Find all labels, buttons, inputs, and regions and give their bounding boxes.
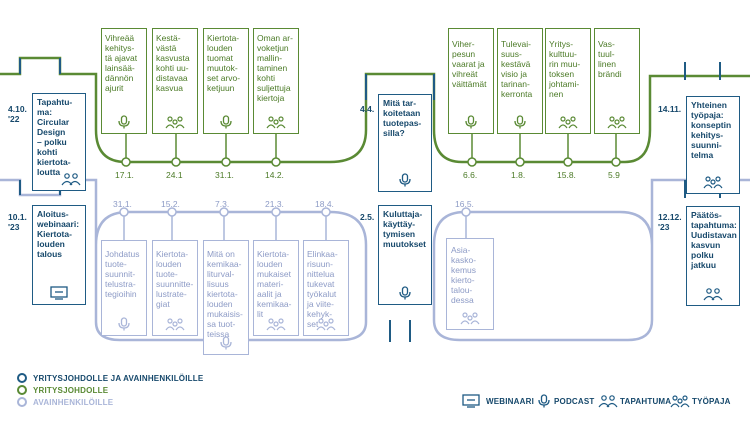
date-label: 31.1. — [113, 199, 132, 209]
monitor-icon — [50, 286, 68, 300]
light-session-box[interactable]: Kiertota- louden mukaiset materi- aalit … — [253, 240, 299, 336]
date-label: 31.1. — [215, 170, 234, 180]
workshop-icon — [607, 116, 627, 129]
group-icon — [703, 288, 723, 301]
event-text: Päätös- tapahtuma: Uudistavan kasvun pol… — [691, 210, 737, 270]
legend-audience-both: YRITYSJOHDOLLE JA AVAINHENKILÖILLE — [33, 374, 204, 383]
event-box[interactable]: Yhteinen työpaja: konseptin kehitys- suu… — [686, 96, 740, 194]
podcast-icon — [399, 173, 411, 187]
date-label: 18.4. — [315, 199, 334, 209]
light-track — [0, 178, 750, 246]
podcast-icon — [118, 317, 130, 331]
group-icon — [598, 395, 618, 408]
green-track — [0, 56, 750, 164]
date-label: 7.3. — [215, 199, 230, 209]
podcast-icon — [538, 394, 550, 408]
date-label: 17.1. — [115, 170, 134, 180]
podcast-icon — [514, 115, 526, 129]
light-session-box[interactable]: Kiertota- louden tuote- suunnitte- lustr… — [152, 240, 198, 336]
session-text: Mitä on kemikaa- liturval- lisuus kierto… — [207, 249, 243, 339]
date-label: 14.11. — [658, 104, 682, 114]
date-label: 15.2. — [161, 199, 180, 209]
event-box[interactable]: Aloitus- webinaari: Kiertota- louden tal… — [32, 205, 86, 305]
date-label: 10.1. '23 — [8, 212, 27, 232]
session-text: Viher- pesun vaarat ja vihreät väittämät — [452, 39, 487, 89]
workshop-icon — [165, 318, 185, 331]
green-session-box[interactable]: Oman ar- voketjun mallin- taminen kohti … — [253, 28, 299, 134]
workshop-icon — [165, 116, 185, 129]
date-label: 24.1 — [166, 170, 183, 180]
green-session-box[interactable]: Tulevai- suus- kestävä visio ja tarinan-… — [497, 28, 543, 134]
legend-webinar: WEBINAARI — [486, 397, 535, 406]
podcast-icon — [465, 115, 477, 129]
legend-podcast: PODCAST — [554, 397, 595, 406]
date-label: 12.12. '23 — [658, 212, 682, 232]
date-label: 6.6. — [463, 170, 478, 180]
group-icon — [61, 173, 81, 186]
green-session-box[interactable]: Vas- tuul- linen brändi — [594, 28, 640, 134]
light-session-box[interactable]: Asia- kasko- kemus kierto- talou- dessa — [446, 238, 494, 330]
workshop-icon — [266, 116, 286, 129]
session-text: Kiertota- louden tuomat muutok- set arvo… — [207, 33, 241, 93]
session-text: Kestä- västä kasvusta kohti uu- distavaa… — [156, 33, 190, 93]
light-session-box[interactable]: Johdatus tuote- suunnit- telustra- tegio… — [101, 240, 147, 336]
event-text: Aloitus- webinaari: Kiertota- louden tal… — [37, 209, 80, 259]
session-text: Johdatus tuote- suunnit- telustra- tegio… — [105, 249, 140, 299]
session-text: Elinkaa- risuun- nittelua tukevat työkal… — [307, 249, 338, 329]
legend-event: TAPAHTUMA — [620, 397, 672, 406]
monitor-icon — [462, 394, 480, 408]
date-label: 14.2. — [265, 170, 284, 180]
event-box[interactable]: Tapahtu- ma: Circular Design – polku koh… — [32, 93, 86, 191]
light-session-box[interactable]: Mitä on kemikaa- liturval- lisuus kierto… — [203, 240, 249, 355]
date-label: 21.3. — [265, 199, 284, 209]
event-text: Tapahtu- ma: Circular Design – polku koh… — [37, 97, 73, 177]
event-text: Yhteinen työpaja: konseptin kehitys- suu… — [691, 100, 732, 160]
green-session-box[interactable]: Kestä- västä kasvusta kohti uu- distavaa… — [152, 28, 198, 134]
green-session-box[interactable]: Yritys- kulttuu- rin muu- toksen johtami… — [545, 28, 591, 134]
event-box[interactable]: Mitä tar- koitetaan tuotepas- silla? — [378, 94, 432, 192]
session-text: Kiertota- louden tuote- suunnitte- lustr… — [156, 249, 194, 309]
session-text: Kiertota- louden mukaiset materi- aalit … — [257, 249, 292, 319]
workshop-icon — [316, 318, 336, 331]
session-text: Asia- kasko- kemus kierto- talou- dessa — [451, 245, 477, 305]
workshop-icon — [266, 318, 286, 331]
legend-audience-management: YRITYSJOHDOLLE — [33, 386, 109, 395]
green-session-box[interactable]: Viher- pesun vaarat ja vihreät väittämät — [448, 28, 494, 134]
legend-workshop: TYÖPAJA — [692, 397, 731, 406]
date-label: 15.8. — [557, 170, 576, 180]
date-label: 16.5. — [455, 199, 474, 209]
legend-audience-key-persons: AVAINHENKILÖILLE — [33, 398, 114, 407]
session-text: Vihreää kehitys- tä ajavat lainsää- dänn… — [105, 33, 138, 93]
green-session-box[interactable]: Kiertota- louden tuomat muutok- set arvo… — [203, 28, 249, 134]
date-label: 4.4. — [360, 104, 375, 114]
date-label: 5.9 — [608, 170, 620, 180]
podcast-icon — [399, 286, 411, 300]
session-text: Yritys- kulttuu- rin muu- toksen johtami… — [549, 39, 581, 99]
event-box[interactable]: Kuluttaja- käyttäy- tymisen muutokset — [378, 205, 432, 305]
event-text: Kuluttaja- käyttäy- tymisen muutokset — [383, 209, 426, 249]
session-text: Oman ar- voketjun mallin- taminen kohti … — [257, 33, 293, 103]
event-box[interactable]: Päätös- tapahtuma: Uudistavan kasvun pol… — [686, 206, 740, 306]
session-text: Tulevai- suus- kestävä visio ja tarinan-… — [501, 39, 533, 99]
date-label: 1.8. — [511, 170, 526, 180]
light-session-box[interactable]: Elinkaa- risuun- nittelua tukevat työkal… — [303, 240, 349, 336]
podcast-icon — [220, 336, 232, 350]
podcast-icon — [220, 115, 232, 129]
session-text: Vas- tuul- linen brändi — [598, 39, 622, 79]
workshop-icon — [460, 312, 480, 325]
workshop-icon — [670, 395, 690, 408]
event-text: Mitä tar- koitetaan tuotepas- silla? — [383, 98, 422, 138]
date-label: 4.10. '22 — [8, 104, 27, 124]
workshop-icon — [558, 116, 578, 129]
date-label: 2.5. — [360, 212, 375, 222]
workshop-icon — [703, 176, 723, 189]
green-session-box[interactable]: Vihreää kehitys- tä ajavat lainsää- dänn… — [101, 28, 147, 134]
podcast-icon — [118, 115, 130, 129]
